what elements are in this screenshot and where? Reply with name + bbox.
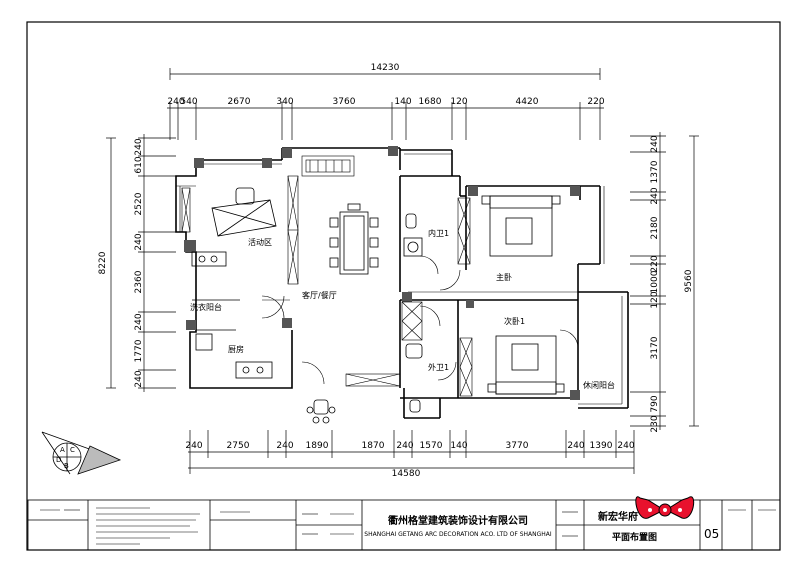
dim-bottom-10: 240 [567,441,584,451]
dim-left-3: 2520 [134,192,144,215]
dim-bottom-7: 1570 [420,441,443,451]
dim-top-3: 2670 [228,97,251,107]
dim-top-9: 4420 [516,97,539,107]
dim-bottom-2: 2750 [227,441,250,451]
dim-bottom-overall: 14580 [392,469,421,479]
dining-table [329,203,379,275]
dim-right-5: 220 [650,255,660,272]
room-second-bedroom: 次卧1 [504,316,525,326]
dim-top-4: 340 [276,97,293,107]
dim-right-9: 790 [650,395,660,412]
walls [175,147,629,419]
compass-letter-a: A [60,446,65,454]
dim-right-8: 3170 [650,336,660,359]
dim-top-7: 1680 [419,97,442,107]
dim-left-2: 610 [134,156,144,173]
dim-top-5: 3760 [333,97,356,107]
kitchen-fixtures [191,251,273,379]
room-outer-bath: 外卫1 [428,362,449,372]
activity-desk [211,187,277,237]
dim-bottom-12: 240 [617,441,634,451]
compass-letter-c: C [70,446,75,454]
title-block [27,499,781,551]
compass-symbol [41,431,122,475]
dim-right-overall: 9560 [684,269,694,292]
company-name-cn: 衢州格堂建筑装饰设计有限公司 [388,514,528,527]
company-name-en: SHANGHAI GETANG ARC DECORATION ACO. LTD … [364,531,552,538]
dim-right-10: 230 [650,415,660,432]
dim-bottom-3: 240 [276,441,293,451]
bath-fixtures [403,213,423,413]
dim-bottom-1: 240 [185,441,202,451]
dim-top-2: 540 [180,97,197,107]
entry-chair [306,399,336,424]
right-dimension-chain [630,132,699,430]
dim-left-7: 1770 [134,339,144,362]
room-inner-bath: 内卫1 [428,228,449,238]
dim-bottom-4: 1890 [306,441,329,451]
drawing-title: 平面布置图 [612,531,657,543]
dim-right-6: 1000 [650,270,660,293]
dim-bottom-6: 240 [396,441,413,451]
project-name: 新宏华府 [598,510,638,523]
window-lines [176,153,623,405]
dim-right-2: 1370 [650,160,660,183]
dim-top-6: 140 [394,97,411,107]
sheet-number: 05 [704,527,719,541]
dim-left-overall: 8220 [98,251,108,274]
door-swings [261,255,579,385]
left-dimension-chain [106,134,176,392]
second-bed [487,335,565,395]
dim-bottom-9: 3770 [506,441,529,451]
dim-top-8: 120 [450,97,467,107]
dim-left-5: 2360 [134,270,144,293]
master-bed [481,195,561,257]
compass-letter-b: B [64,462,69,470]
title-block-fine-print [40,507,776,545]
dim-left-8: 240 [134,370,144,387]
room-master-bedroom: 主卧 [496,272,512,282]
room-living-dining: 客厅/餐厅 [302,290,337,300]
dim-right-1: 240 [650,135,660,152]
dim-bottom-11: 1390 [590,441,613,451]
room-kitchen: 厨房 [228,344,244,354]
wall-columns [184,146,580,400]
dim-top-overall: 14230 [371,63,400,73]
compass-letter-d: D [56,456,61,464]
bottom-dimension-chain [188,430,635,474]
dim-top-1: 240 [167,97,184,107]
dim-left-6: 240 [134,313,144,330]
room-leisure-balcony: 休闲阳台 [583,380,615,390]
dim-bottom-8: 140 [450,441,467,451]
dim-bottom-5: 1870 [362,441,385,451]
dim-right-4: 2180 [650,216,660,239]
room-laundry-balcony: 洗衣阳台 [190,302,222,312]
dim-right-3: 240 [650,187,660,204]
room-activity: 活动区 [248,237,272,247]
dim-top-10: 220 [587,97,604,107]
dim-left-1: 240 [134,138,144,155]
shelving-units [181,155,473,397]
dim-left-4: 240 [134,233,144,250]
red-bow-sticker [635,496,695,519]
dim-right-7: 120 [650,291,660,308]
top-dimension-chain [167,68,604,140]
